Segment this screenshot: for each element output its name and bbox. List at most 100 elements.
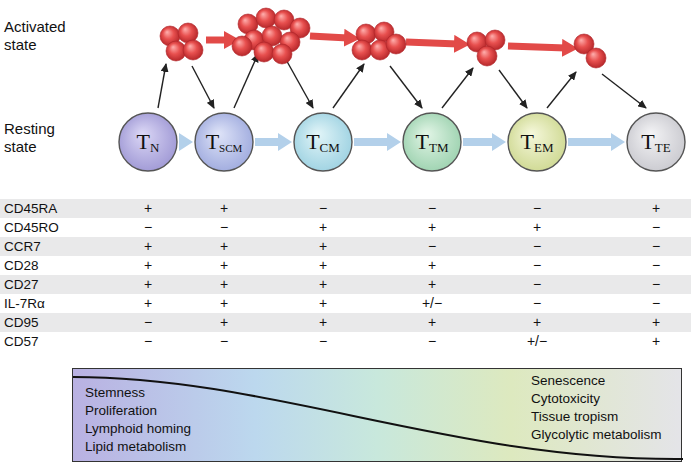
marker-value: + (512, 218, 562, 237)
circle-label: TN (118, 112, 178, 172)
cell-cluster (352, 22, 406, 60)
marker-value: − (512, 199, 562, 218)
cell-symbol: T (416, 129, 429, 155)
circle-shape (627, 113, 685, 171)
cell-subscript: TM (429, 140, 449, 156)
marker-name: CD95 (4, 313, 39, 332)
circle-shape (195, 113, 253, 171)
activation-arrow (406, 42, 458, 44)
cell-symbol: T (206, 129, 219, 155)
trend-line (73, 377, 683, 459)
marker-value: − (631, 275, 681, 294)
marker-value: + (199, 199, 249, 218)
cell-state-circle: TCM (293, 112, 353, 172)
marker-value: + (298, 313, 348, 332)
cell-symbol: T (306, 129, 319, 155)
differentiation-arrow (179, 138, 183, 146)
marker-value: − (199, 332, 249, 351)
marker-value: − (123, 218, 173, 237)
marker-value: + (631, 199, 681, 218)
marker-value: + (631, 332, 681, 351)
cell-state-circle: TN (118, 112, 178, 172)
activated-cell (183, 40, 203, 60)
activated-cell (232, 36, 252, 56)
transition-arrow (333, 64, 364, 108)
circle-shape (119, 113, 177, 171)
marker-value: + (407, 218, 457, 237)
activated-cell (386, 34, 406, 54)
marker-value: + (199, 275, 249, 294)
marker-value: + (407, 256, 457, 275)
cell-state-circle: TTE (626, 112, 686, 172)
marker-value: + (407, 275, 457, 294)
cell-cluster (574, 34, 606, 68)
marker-value: +/− (407, 294, 457, 313)
activation-arrow (206, 37, 228, 44)
activation-arrow (310, 36, 348, 38)
marker-value: + (199, 313, 249, 332)
circle-shape (403, 113, 461, 171)
marker-value: − (512, 256, 562, 275)
transition-arrow (284, 56, 313, 108)
property-text: Cytotoxicity (531, 391, 600, 407)
cell-subscript: N (150, 140, 159, 156)
marker-name: CD27 (4, 275, 39, 294)
state-label: Activated state (4, 18, 76, 54)
cell-subscript: SCM (219, 142, 242, 154)
marker-value: + (407, 313, 457, 332)
marker-value: + (512, 313, 562, 332)
property-text: Stemness (85, 385, 145, 401)
transition-arrow (547, 72, 576, 108)
activated-cell (352, 40, 372, 60)
marker-value: + (298, 237, 348, 256)
activated-cell (254, 42, 274, 62)
marker-value: − (123, 332, 173, 351)
marker-value: − (407, 332, 457, 351)
circle-label: TTE (626, 112, 686, 172)
transition-arrow (192, 66, 214, 108)
cell-state-circle: TTM (402, 112, 462, 172)
marker-name: CD45RO (4, 218, 59, 237)
marker-value: + (298, 256, 348, 275)
marker-name: CD45RA (4, 199, 57, 218)
property-text: Tissue tropism (531, 409, 618, 425)
marker-value: + (199, 256, 249, 275)
marker-value: − (123, 313, 173, 332)
state-label: Resting state (4, 120, 76, 156)
marker-value: + (123, 256, 173, 275)
marker-name: CD57 (4, 332, 39, 351)
table-band (0, 199, 691, 218)
table-band (0, 275, 691, 294)
differentiation-arrow (463, 138, 496, 146)
property-text: Senescence (531, 373, 605, 389)
circle-shape (294, 113, 352, 171)
cell-state-circle: TEM (507, 112, 567, 172)
marker-value: − (298, 332, 348, 351)
property-text: Proliferation (85, 403, 157, 419)
marker-value: + (298, 294, 348, 313)
circle-label: TSCM (194, 112, 254, 172)
activated-cell (272, 44, 292, 64)
marker-value: + (199, 237, 249, 256)
marker-value: − (407, 199, 457, 218)
transition-arrow (390, 66, 422, 108)
cell-state-circle: TSCM (194, 112, 254, 172)
marker-value: − (298, 199, 348, 218)
cell-symbol: T (137, 129, 150, 155)
cell-cluster (467, 30, 505, 66)
property-gradient-band: StemnessProliferationLymphoid homingLipi… (72, 368, 682, 462)
marker-value: + (298, 218, 348, 237)
cell-subscript: CM (320, 140, 340, 156)
cell-cluster (160, 23, 203, 61)
marker-value: + (123, 275, 173, 294)
activated-cell (477, 46, 497, 66)
cell-subscript: TE (655, 140, 671, 156)
activated-cell (256, 8, 276, 28)
marker-value: − (512, 294, 562, 313)
property-text: Lipid metabolism (85, 439, 186, 455)
marker-name: CD28 (4, 256, 39, 275)
differentiation-arrow (354, 138, 391, 146)
marker-name: CCR7 (4, 237, 41, 256)
marker-value: − (199, 218, 249, 237)
